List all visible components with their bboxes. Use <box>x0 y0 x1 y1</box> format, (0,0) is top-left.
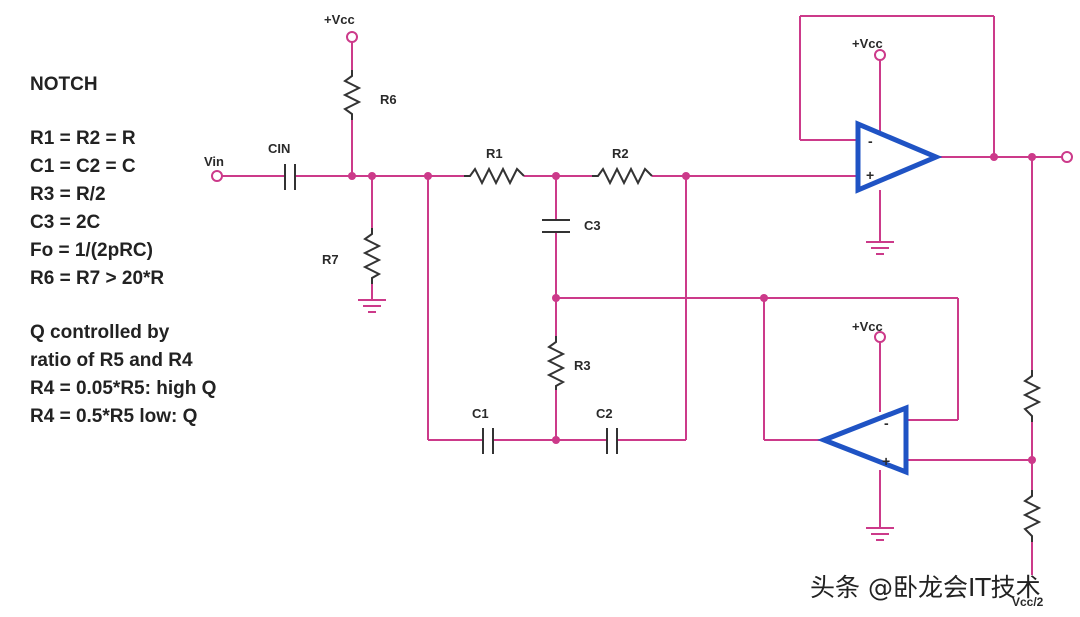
note-line: Q controlled by <box>30 322 170 343</box>
noninverting-input-label: + <box>866 167 874 183</box>
capacitor-c3 <box>542 219 570 233</box>
output-terminal-icon <box>1061 151 1073 163</box>
note-line: C1 = C2 = C <box>30 156 136 177</box>
note-line: R1 = R2 = R <box>30 128 136 149</box>
r1-label: R1 <box>486 146 503 161</box>
c2-label: C2 <box>596 406 613 421</box>
ground-icon <box>358 299 386 313</box>
r2-label: R2 <box>612 146 629 161</box>
junction-dots <box>348 153 1036 464</box>
vcc-label: +Vcc <box>324 12 355 27</box>
resistor-r5 <box>1022 490 1042 542</box>
wires <box>222 15 1062 575</box>
vcc-terminal-icon <box>874 331 886 343</box>
note-line: R4 = 0.5*R5 low: Q <box>30 406 198 427</box>
vcc-terminal-icon <box>346 31 358 43</box>
ground-icon <box>866 527 894 541</box>
resistor-r1 <box>464 166 525 186</box>
inverting-input-label: - <box>868 133 873 149</box>
cin-label: CIN <box>268 141 290 156</box>
watermark: 头条 @卧龙会IT技术 <box>810 573 1041 602</box>
note-line: R4 = 0.05*R5: high Q <box>30 378 217 399</box>
note-line: Fo = 1/(2pRC) <box>30 240 153 261</box>
r7-label: R7 <box>322 252 339 267</box>
capacitor-c1 <box>482 428 494 454</box>
c1-label: C1 <box>472 406 489 421</box>
inverting-input-label: - <box>884 415 889 431</box>
capacitor-cin <box>284 164 296 190</box>
note-line: C3 = 2C <box>30 212 101 233</box>
capacitor-c2 <box>606 428 618 454</box>
notes-title: NOTCH <box>30 74 98 95</box>
input-terminal-icon <box>211 170 223 182</box>
vcc-half-label: Vcc/2 <box>1012 595 1044 609</box>
note-line: R3 = R/2 <box>30 184 106 205</box>
r3-label: R3 <box>574 358 591 373</box>
ground-icon <box>866 241 894 255</box>
resistor-r2 <box>592 166 653 186</box>
resistor-r3 <box>546 336 566 390</box>
note-line: R6 = R7 > 20*R <box>30 268 165 289</box>
noninverting-input-label: + <box>882 453 890 469</box>
r6-label: R6 <box>380 92 397 107</box>
resistor-r4 <box>1022 370 1042 422</box>
opamp-upper <box>855 120 943 194</box>
vcc-terminal-icon <box>874 49 886 61</box>
resistor-r6 <box>342 70 362 120</box>
vcc-label: +Vcc <box>852 36 883 51</box>
vin-label: Vin <box>204 154 224 169</box>
opamp-lower <box>817 404 909 476</box>
c3-label: C3 <box>584 218 601 233</box>
vcc-label: +Vcc <box>852 319 883 334</box>
resistor-r7 <box>362 228 382 284</box>
note-line: ratio of R5 and R4 <box>30 350 193 371</box>
